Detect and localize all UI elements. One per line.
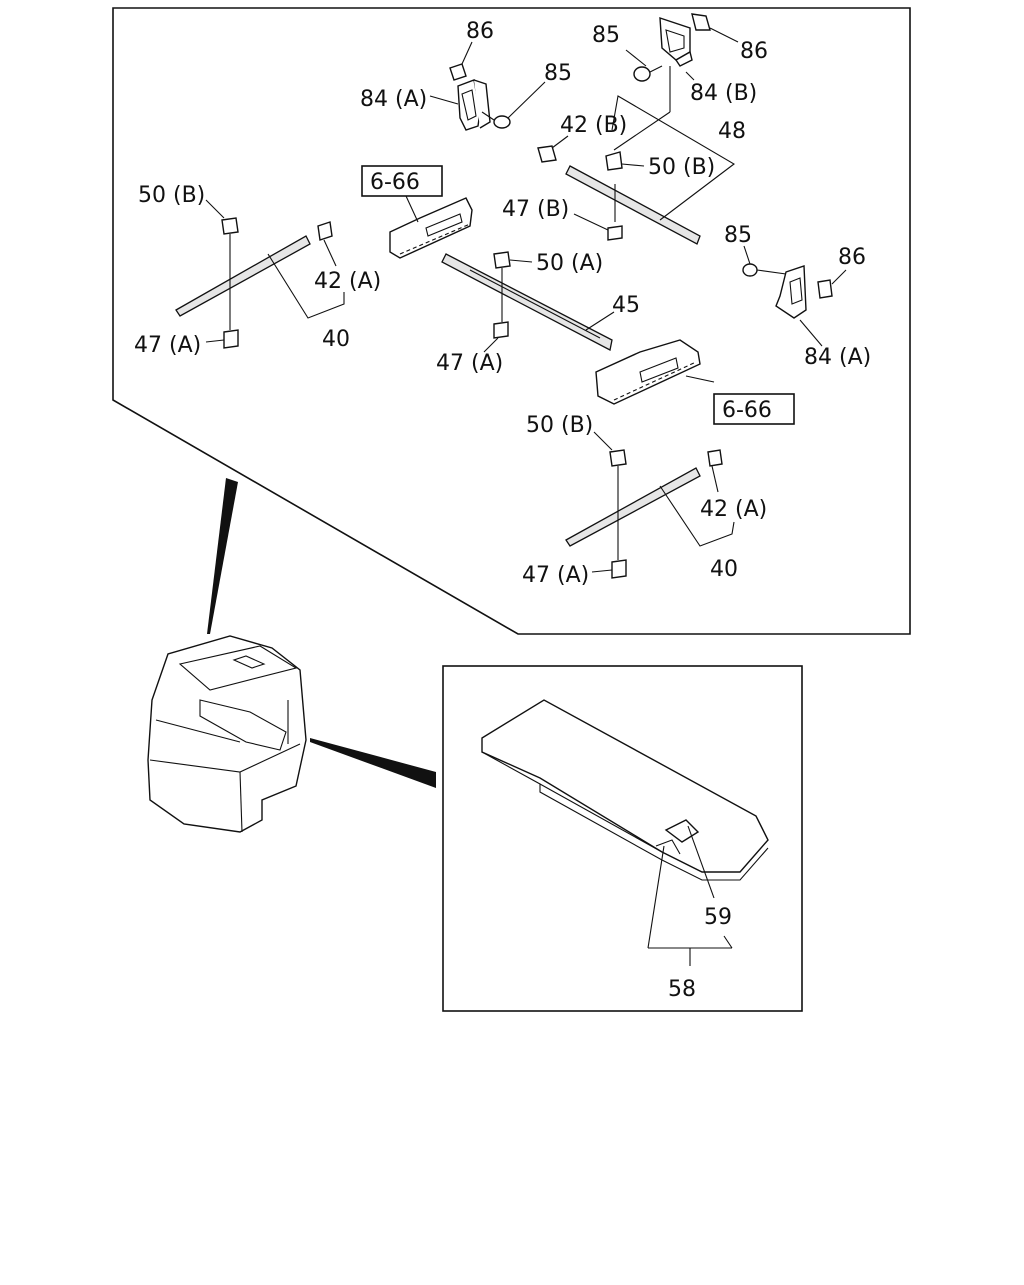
- label-47a-lower: 47 (A): [522, 563, 589, 588]
- strip-48: [565, 165, 701, 245]
- label-40-left: 40: [322, 327, 350, 352]
- bracket-84a-top: [457, 79, 491, 131]
- clip-50b-upper: [605, 151, 645, 171]
- label-85-top: 85: [544, 61, 572, 86]
- screw-47a-mid: [483, 321, 509, 353]
- lower-callout-frame: [442, 665, 803, 1012]
- clip-86-top-right: [691, 13, 739, 43]
- screw-47a-left: [205, 329, 239, 349]
- clip-42a-lower: [707, 449, 723, 493]
- label-6-66-right: 6-66: [722, 398, 772, 423]
- label-47a-mid: 47 (A): [436, 351, 503, 376]
- trim-cover-right: [595, 339, 701, 405]
- clip-86-top: [449, 41, 473, 81]
- label-58: 58: [668, 977, 696, 1002]
- label-50b-lower: 50 (B): [526, 413, 593, 438]
- screw-47a-lower: [591, 559, 627, 579]
- label-84a-right: 84 (A): [804, 345, 871, 370]
- label-86-right: 86: [838, 245, 866, 270]
- label-85-right: 85: [724, 223, 752, 248]
- label-50a: 50 (A): [536, 251, 603, 276]
- label-84b: 84 (B): [690, 81, 757, 106]
- callout-wedge-lower: [310, 738, 436, 788]
- ref-box-6-66-left: [361, 165, 443, 197]
- cab-overview: [147, 635, 307, 833]
- label-50b-left: 50 (B): [138, 183, 205, 208]
- strip-40-left: [175, 235, 311, 317]
- bracket-84a-right: [775, 265, 807, 319]
- label-59: 59: [704, 905, 732, 930]
- label-42a-lower: 42 (A): [700, 497, 767, 522]
- clip-50b-lower: [593, 431, 627, 467]
- label-47a-left: 47 (A): [134, 333, 201, 358]
- upper-callout-frame: [112, 7, 911, 635]
- strip-45: [441, 253, 613, 351]
- label-47b: 47 (B): [502, 197, 569, 222]
- screw-85-right: [742, 245, 787, 277]
- bracket-84b: [659, 17, 693, 67]
- label-6-66-left: 6-66: [370, 170, 420, 195]
- screw-85-top-right: [625, 49, 663, 82]
- callout-wedge-upper: [207, 478, 238, 634]
- clip-50b-left: [205, 199, 239, 235]
- clip-42a-left: [317, 221, 337, 267]
- screw-85-top: [481, 81, 546, 129]
- trim-cover-left: [389, 197, 473, 259]
- sun-visor: [481, 699, 769, 881]
- label-42a-left: 42 (A): [314, 269, 381, 294]
- clip-42b: [537, 135, 569, 163]
- label-85-top-right: 85: [592, 23, 620, 48]
- label-50b-upper: 50 (B): [648, 155, 715, 180]
- label-40-lower: 40: [710, 557, 738, 582]
- label-84a-top: 84 (A): [360, 87, 427, 112]
- label-86-top-right: 86: [740, 39, 768, 64]
- leader-58-59: [647, 825, 733, 966]
- clip-86-right: [817, 269, 847, 299]
- strip-40-lower: [565, 467, 701, 547]
- label-42b: 42 (B): [560, 113, 627, 138]
- label-86-top: 86: [466, 19, 494, 44]
- clip-50a: [493, 251, 533, 269]
- ref-box-6-66-right: [713, 393, 795, 425]
- label-45: 45: [612, 293, 640, 318]
- screw-47b: [573, 184, 623, 241]
- label-48: 48: [718, 119, 746, 144]
